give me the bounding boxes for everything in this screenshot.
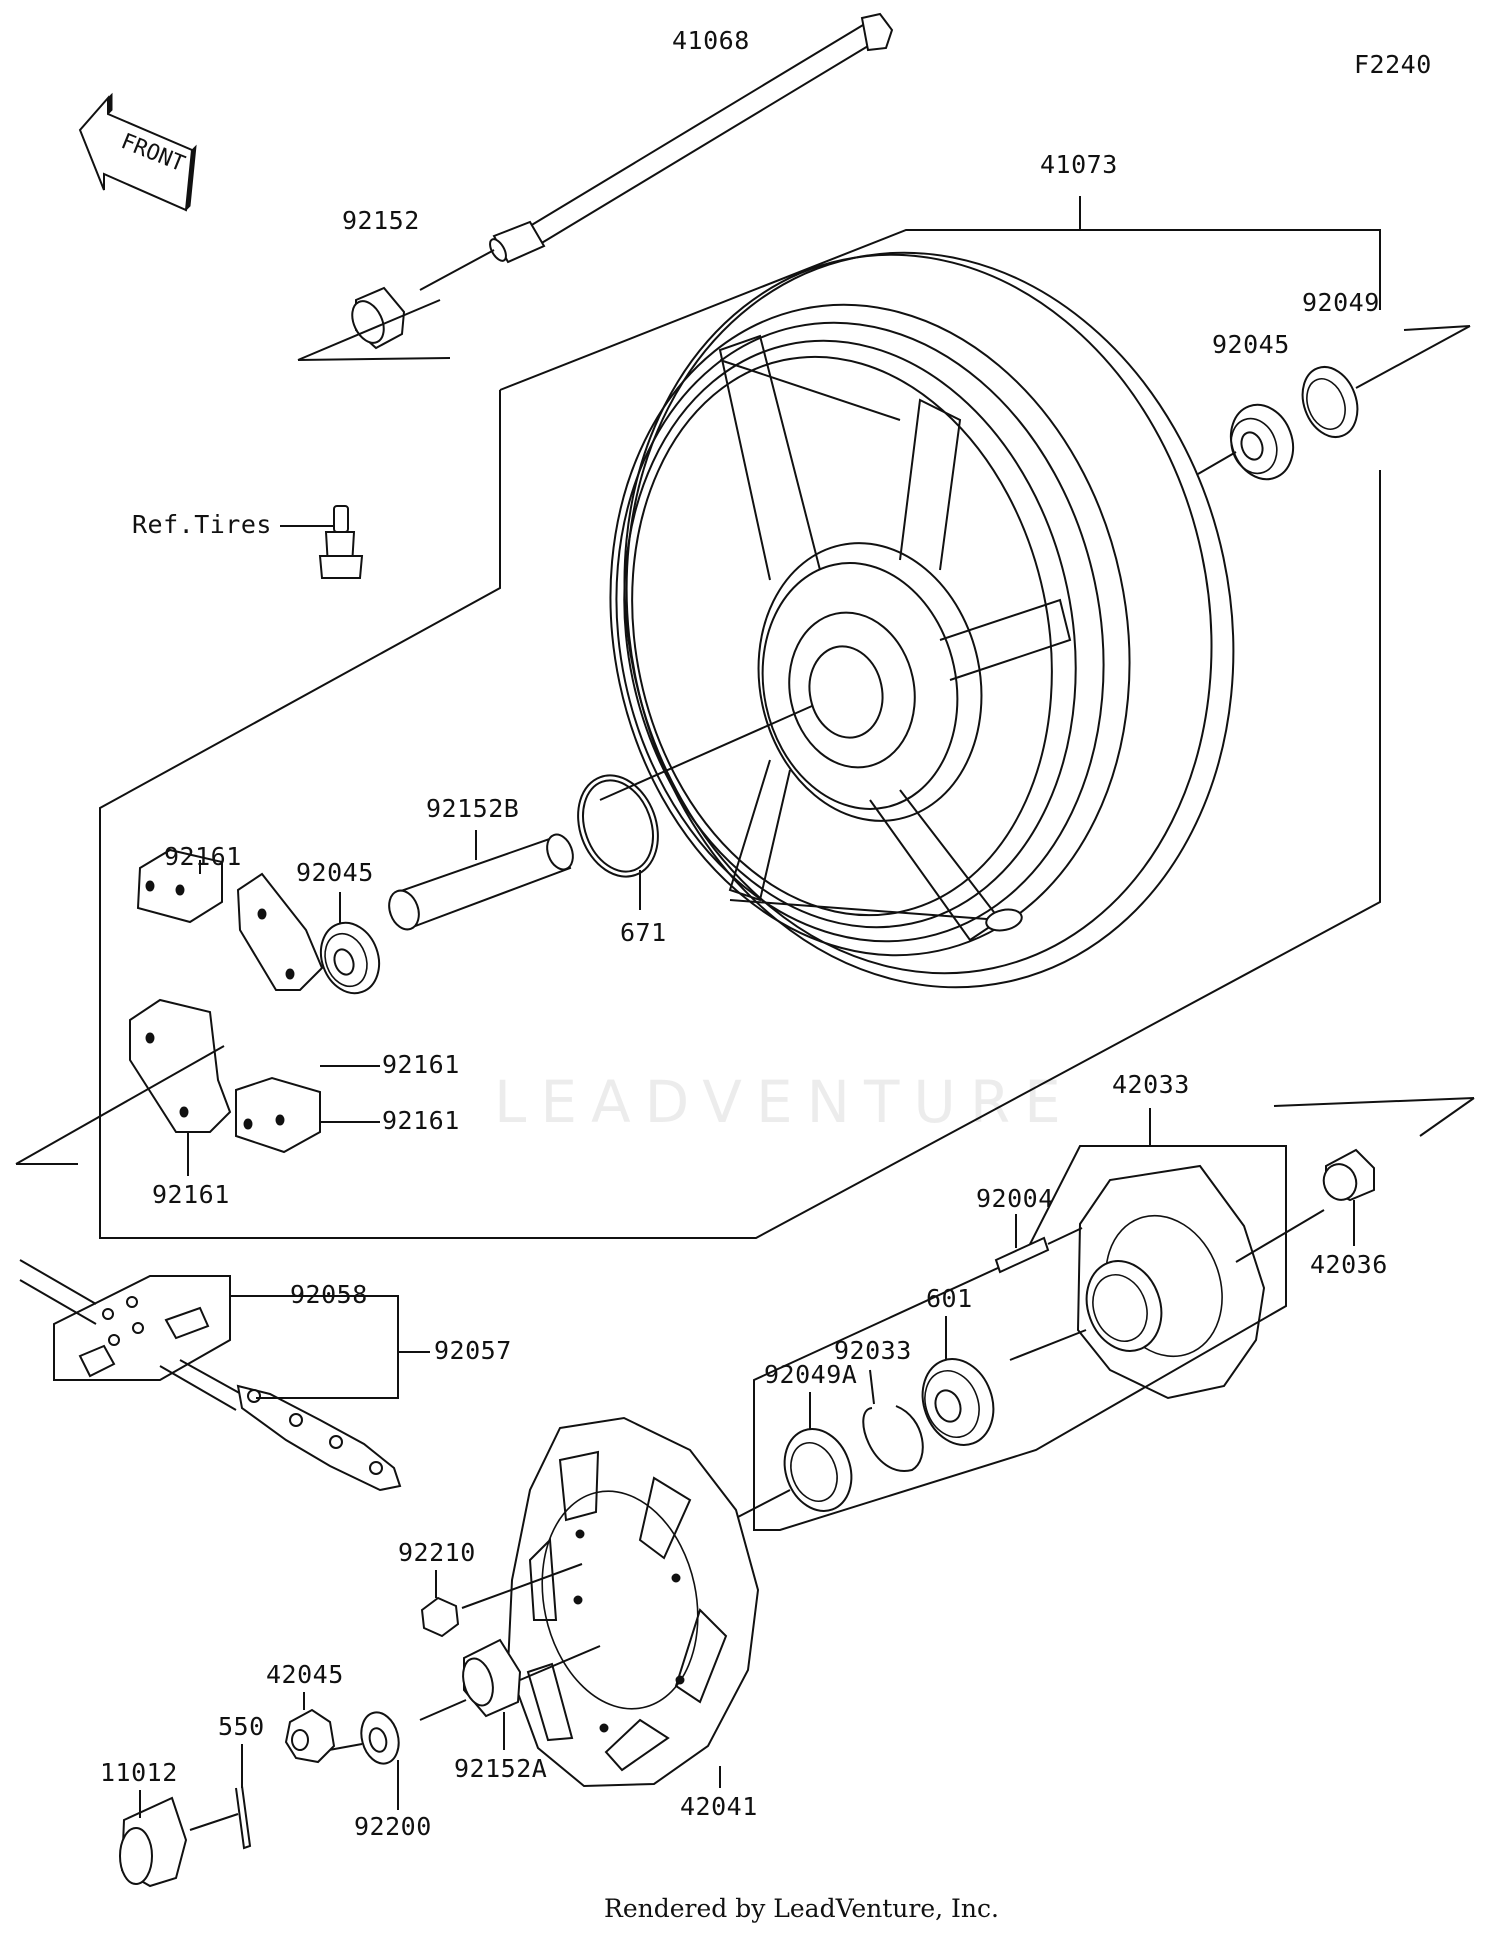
label-671[interactable]: 671 <box>620 918 667 947</box>
label-ref-tires[interactable]: Ref.Tires <box>132 510 272 539</box>
label-92058[interactable]: 92058 <box>290 1280 368 1309</box>
label-42036[interactable]: 42036 <box>1310 1250 1388 1279</box>
axle-nut-42045 <box>284 1692 336 1764</box>
rear-wheel <box>599 251 1235 989</box>
bearing-92045-top <box>1197 403 1295 481</box>
sprocket-42041 <box>506 1416 760 1788</box>
footer-credit: Rendered by LeadVenture, Inc. <box>604 1894 999 1923</box>
nut-92210 <box>420 1563 583 1638</box>
collar-42036 <box>1273 1097 1475 1246</box>
label-41068[interactable]: 41068 <box>672 26 750 55</box>
coupling-42033 <box>1009 1108 1325 1400</box>
label-92033[interactable]: 92033 <box>834 1336 912 1365</box>
label-92152[interactable]: 92152 <box>342 206 420 235</box>
bearing-601 <box>921 1316 995 1446</box>
oil-seal-92049 <box>1301 325 1471 438</box>
stud-92004 <box>994 1214 1083 1274</box>
label-42041[interactable]: 42041 <box>680 1792 758 1821</box>
collar-92152a <box>419 1638 601 1750</box>
label-92161-right-lower[interactable]: 92161 <box>382 1106 460 1135</box>
damper-cluster <box>15 848 380 1176</box>
label-92152a[interactable]: 92152A <box>454 1754 548 1783</box>
drive-chain <box>19 1259 430 1492</box>
figure-code: F2240 <box>1354 50 1432 79</box>
label-92161-top[interactable]: 92161 <box>164 842 242 871</box>
washer-92200 <box>317 1711 400 1810</box>
label-92045-mid[interactable]: 92045 <box>296 858 374 887</box>
label-92161-bottom[interactable]: 92161 <box>152 1180 230 1209</box>
label-92057[interactable]: 92057 <box>434 1336 512 1365</box>
bearing-92045-mid <box>319 892 381 995</box>
cotter-pin-550 <box>189 1744 252 1850</box>
watermark: LEADVENTURE <box>494 1068 1075 1136</box>
label-42045[interactable]: 42045 <box>266 1660 344 1689</box>
label-92161-right-upper[interactable]: 92161 <box>382 1050 460 1079</box>
assembly-frame <box>16 196 1381 1239</box>
label-41073[interactable]: 41073 <box>1040 150 1118 179</box>
label-11012[interactable]: 11012 <box>100 1758 178 1787</box>
label-92045-top[interactable]: 92045 <box>1212 330 1290 359</box>
label-92004[interactable]: 92004 <box>976 1184 1054 1213</box>
collar-92152 <box>297 286 451 361</box>
o-ring-671 <box>577 774 659 910</box>
label-550[interactable]: 550 <box>218 1712 265 1741</box>
front-arrow-icon: FRONT <box>78 92 197 212</box>
label-42033[interactable]: 42033 <box>1112 1070 1190 1099</box>
circlip-92033 <box>862 1369 924 1472</box>
label-92049[interactable]: 92049 <box>1302 288 1380 317</box>
cap-11012 <box>119 1790 188 1888</box>
oil-seal-92049a <box>735 1392 853 1519</box>
collar-92152b <box>388 830 574 931</box>
label-601[interactable]: 601 <box>926 1284 973 1313</box>
axle <box>419 12 894 291</box>
label-92152b[interactable]: 92152B <box>426 794 520 823</box>
label-92200[interactable]: 92200 <box>354 1812 432 1841</box>
label-92210[interactable]: 92210 <box>398 1538 476 1567</box>
label-92049a[interactable]: 92049A <box>764 1360 858 1389</box>
valve-icon <box>280 505 364 579</box>
